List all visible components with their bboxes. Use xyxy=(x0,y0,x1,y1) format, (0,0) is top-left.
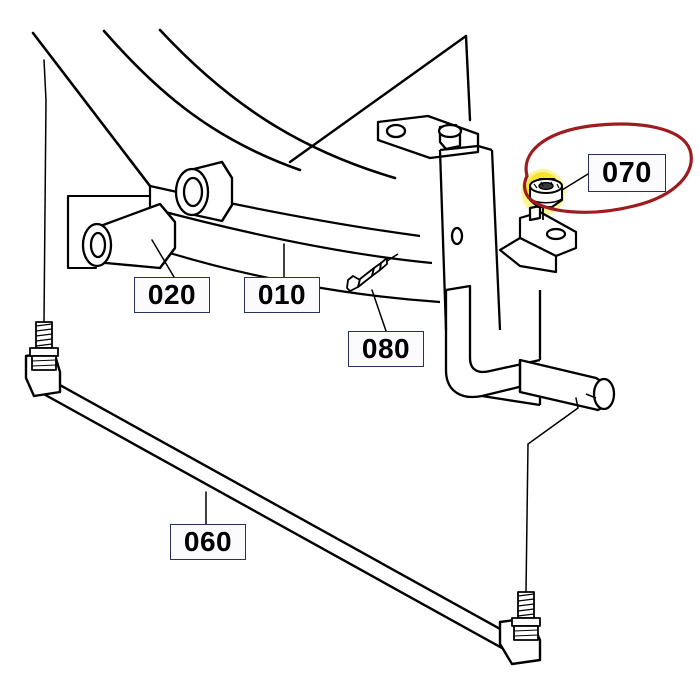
part-060-tie-rod xyxy=(24,350,542,666)
callout-leader-lines xyxy=(151,173,589,525)
upper-right-panel-edge xyxy=(288,34,472,164)
chassis-frame-lines xyxy=(31,28,397,188)
callout-label-010[interactable]: 010 xyxy=(244,277,320,313)
callout-label-020[interactable]: 020 xyxy=(134,277,210,313)
hanger-linkage-lines xyxy=(43,59,579,593)
part-080-grease-fitting xyxy=(346,253,399,292)
part-020-sleeve-bushing xyxy=(81,202,177,270)
callout-label-070[interactable]: 070 xyxy=(588,154,666,192)
stud-nut-upper-left xyxy=(29,321,59,371)
stud-nut-lower-right xyxy=(511,591,541,641)
red-ellipse-annotation xyxy=(522,122,693,214)
part-070-lock-nut xyxy=(529,178,563,220)
yoke-clevis xyxy=(444,284,542,407)
axle-shaft xyxy=(518,358,616,412)
left-plate-edge xyxy=(67,195,151,269)
callout-label-060[interactable]: 060 xyxy=(170,524,246,560)
callout-label-080[interactable]: 080 xyxy=(348,331,424,367)
bushing-ring-upper xyxy=(174,160,234,223)
bracket-tab-070 xyxy=(498,204,578,274)
